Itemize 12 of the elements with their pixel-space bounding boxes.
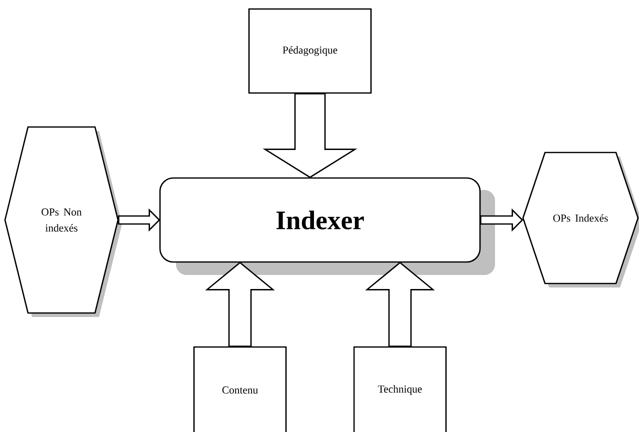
input-box: Technique [353, 346, 447, 432]
block-arrow [118, 208, 160, 232]
input-box: Contenu [193, 346, 287, 432]
block-arrow [365, 262, 435, 347]
node-label: OPs Indexés [553, 214, 608, 222]
hexagon: OPs Indexés [522, 152, 639, 288]
process-box: Indexer [159, 177, 495, 275]
block-arrow [205, 262, 275, 347]
input-box: Pédagogique [248, 8, 372, 94]
block-arrow [262, 93, 358, 178]
block-arrow [480, 208, 524, 232]
hexagon: OPs Non indexés [4, 126, 122, 317]
